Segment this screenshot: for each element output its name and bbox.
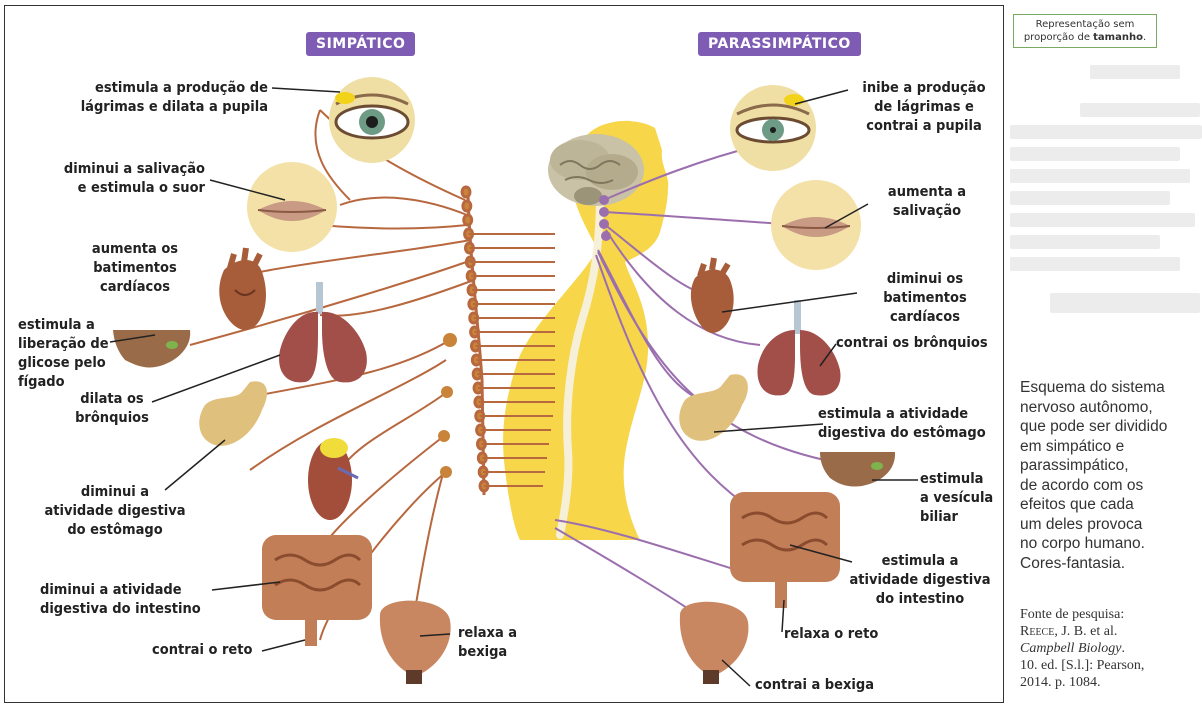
figure-source: Fonte de pesquisa: Reece, J. B. et al. C…: [1020, 606, 1202, 691]
scale-note: Representação sem proporção de tamanho.: [1013, 14, 1157, 48]
label-symp-heart: aumenta os batimentos cardíacos: [80, 240, 190, 297]
liver-icon-right: [820, 452, 895, 487]
label-symp-bronchi: dilata os brônquios: [62, 390, 162, 428]
bladder-icon-right: [680, 602, 749, 684]
label-para-heart: diminui os batimentos cardíacos: [850, 270, 1000, 327]
eye-icon-right: [730, 85, 816, 171]
label-symp-eye: estimula a produção de lágrimas e dilata…: [40, 79, 268, 117]
label-symp-intestine: diminui a atividade digestiva do intesti…: [40, 581, 215, 619]
sympathetic-title: SIMPÁTICO: [306, 32, 415, 56]
background-text-ghost: [1010, 55, 1202, 355]
label-para-bronchi: contrai os brônquios: [836, 334, 1001, 353]
label-symp-bladder: relaxa a bexiga: [458, 624, 538, 662]
label-para-intestine: estimula a atividade digestiva do intest…: [845, 552, 995, 609]
label-symp-rectum: contrai o reto: [152, 641, 262, 660]
label-symp-liver: estimula a liberação de glicose pelo fíg…: [18, 316, 128, 392]
label-symp-saliva: diminui a salivação e estimula o suor: [30, 160, 205, 198]
eye-icon-left: [329, 77, 415, 163]
brain-icon: [548, 134, 644, 206]
chain-ganglion: [464, 215, 472, 225]
heart-icon-left: [219, 248, 266, 330]
mouth-icon-left: [247, 162, 337, 252]
lungs-icon-right: [757, 300, 840, 396]
mouth-icon-right: [771, 180, 861, 270]
lungs-icon-left: [279, 282, 367, 382]
stomach-icon-left: [199, 381, 267, 445]
intestine-icon-left: [262, 535, 372, 646]
sympathetic-ganglia: [438, 333, 457, 478]
figure-caption: Esquema do sistema nervoso autônomo, que…: [1020, 378, 1202, 573]
label-para-stomach: estimula a atividade digestiva do estôma…: [818, 405, 998, 443]
label-para-eye: inibe a produção de lágrimas e contrai a…: [852, 79, 996, 136]
label-para-gallbladder: estimula a vesícula biliar: [920, 470, 1000, 527]
heart-icon-right: [691, 258, 734, 333]
parasympathetic-title: PARASSIMPÁTICO: [698, 32, 861, 56]
label-para-bladder: contrai a bexiga: [755, 676, 895, 695]
bladder-icon-left: [380, 601, 451, 684]
chain-ganglion: [463, 201, 471, 211]
label-para-saliva: aumenta a salivação: [868, 183, 986, 221]
kidney-icon-left: [308, 438, 358, 520]
label-para-rectum: relaxa o reto: [784, 625, 894, 644]
intestine-icon-right: [730, 492, 840, 608]
chain-ganglion: [462, 187, 470, 197]
label-symp-stomach: diminui a atividade digestiva do estômag…: [30, 483, 200, 540]
